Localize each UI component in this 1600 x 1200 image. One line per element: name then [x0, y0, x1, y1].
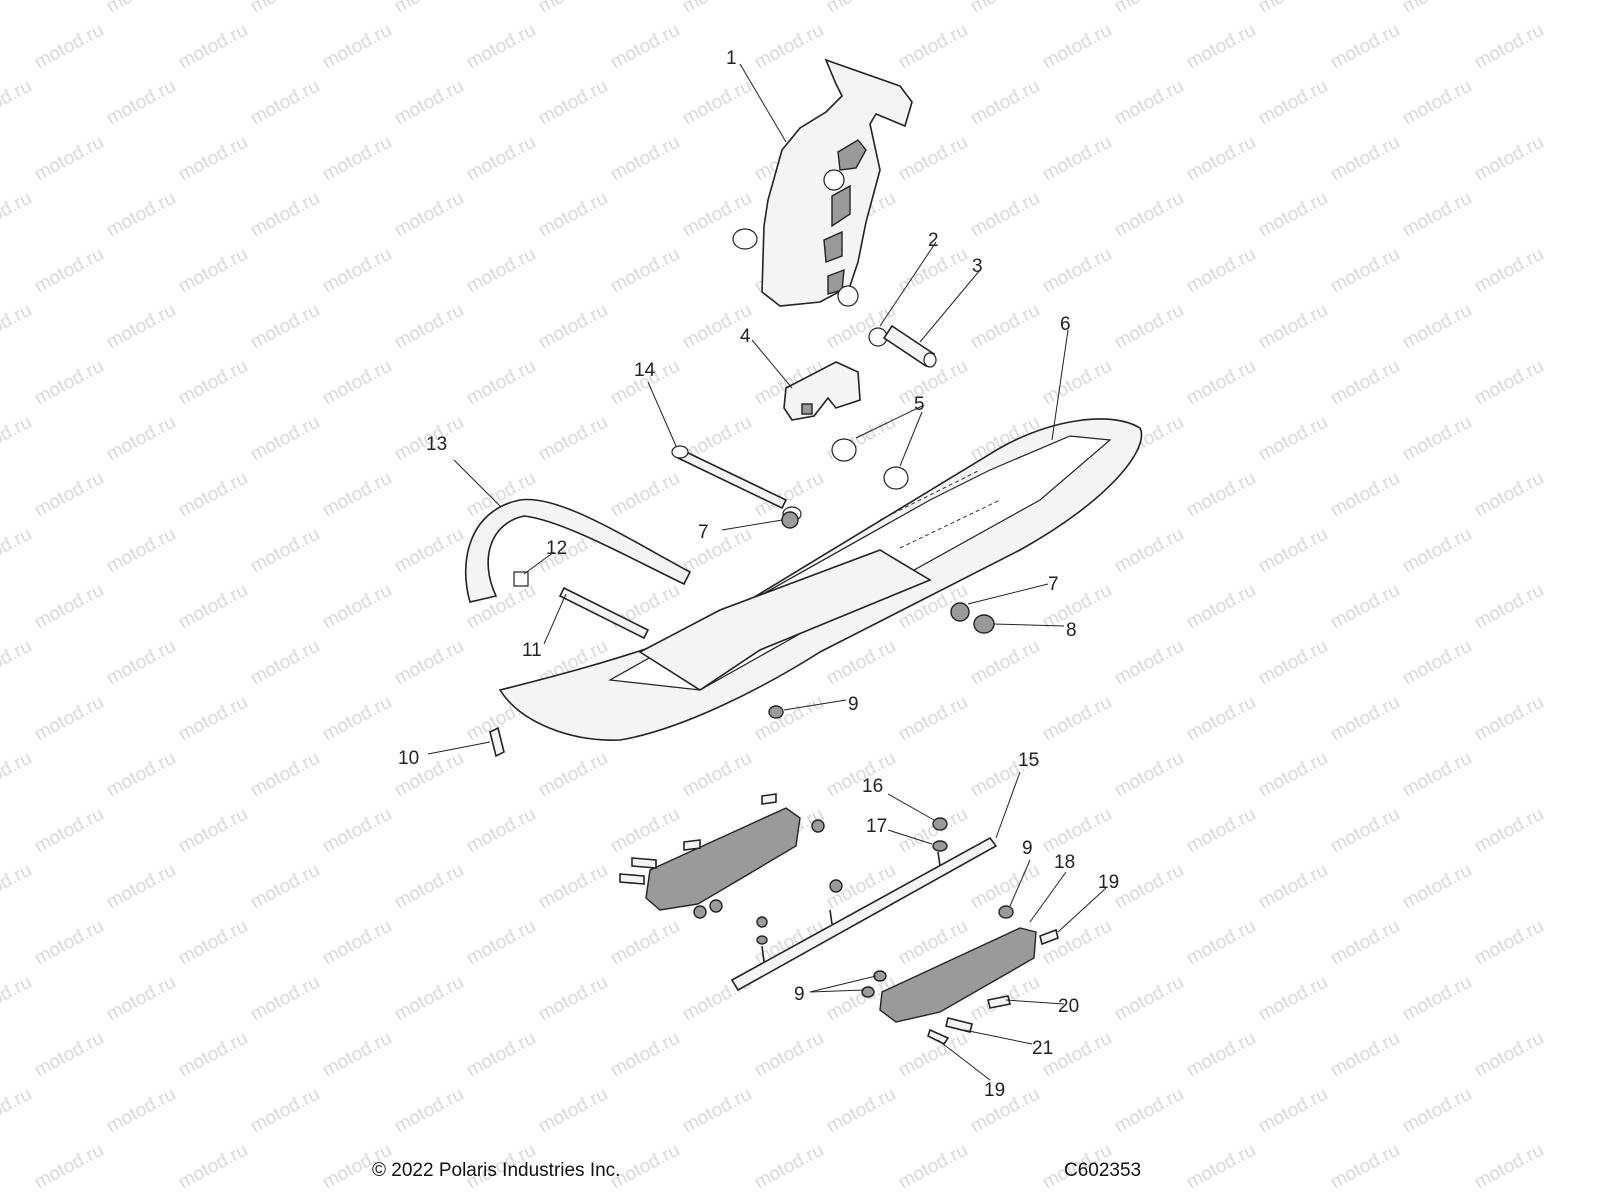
part-handle-nut [513, 571, 529, 587]
part-bolt-extra-4 [619, 873, 645, 885]
part-spindle-bracket [732, 58, 913, 307]
part-ski [498, 418, 1143, 741]
part-bolt-20 [987, 995, 1011, 1009]
callout-20: 20 [1058, 996, 1079, 1017]
callout-17: 17 [866, 816, 887, 837]
callout-16: 16 [862, 776, 883, 797]
part-nut-extra-2 [829, 879, 843, 893]
part-wear-plate-left [645, 807, 801, 911]
part-rivet [489, 726, 505, 758]
part-bolt-extra-2 [683, 839, 701, 851]
diagram-id: C602353 [1064, 1160, 1142, 1181]
callout-15: 15 [1018, 750, 1039, 771]
callout-labels: 1 2 3 4 5 5 6 7 7 8 9 9 9 10 11 12 13 14… [398, 48, 1119, 1101]
callout-5-upper: 5 [914, 394, 925, 415]
callout-10: 10 [398, 748, 419, 769]
part-washer-lower [950, 602, 970, 622]
part-small-nut-ski [768, 705, 784, 719]
part-bolt-extra-3 [631, 857, 657, 869]
part-bolt-21 [945, 1017, 973, 1033]
callout-9-right: 9 [1022, 838, 1033, 859]
callout-14: 14 [634, 360, 656, 381]
callout-19-upper: 19 [1098, 872, 1119, 893]
part-nut-9-c [998, 905, 1014, 919]
copyright-text: © 2022 Polaris Industries Inc. [372, 1160, 621, 1181]
part-skag-runner [730, 836, 998, 992]
part-nut-9-b [861, 986, 875, 998]
part-stopper [783, 361, 861, 421]
callout-19-lower: 19 [984, 1080, 1005, 1101]
callout-21: 21 [1032, 1038, 1053, 1059]
callout-9-ski: 9 [848, 694, 859, 715]
callout-7-lower: 7 [1048, 574, 1059, 595]
callout-11: 11 [522, 640, 542, 661]
leader-lines [427, 63, 1107, 1081]
callout-13: 13 [426, 434, 447, 455]
callout-3: 3 [972, 256, 983, 277]
part-handle-bolt [558, 586, 650, 640]
part-nut-extra-1 [811, 819, 825, 833]
callout-8: 8 [1066, 620, 1077, 641]
part-bolt-extra-1 [761, 793, 777, 805]
part-nut-extra-4 [693, 905, 707, 919]
callout-18: 18 [1054, 852, 1075, 873]
part-nut-extra-5 [756, 916, 768, 928]
part-washer-upper [781, 511, 799, 529]
part-long-bolt [671, 445, 802, 522]
callout-2: 2 [928, 230, 939, 251]
callout-1: 1 [726, 48, 737, 69]
part-flange-bushing-a [831, 438, 857, 462]
part-nut-extra-3 [709, 899, 723, 913]
part-bolt-19-lower [927, 1028, 950, 1046]
part-wear-plate-right [879, 927, 1037, 1023]
part-ski-handle [464, 498, 692, 603]
callout-9-bottom: 9 [794, 984, 805, 1005]
callout-7-upper: 7 [698, 522, 709, 543]
callout-4: 4 [740, 326, 751, 347]
callout-6: 6 [1060, 314, 1071, 335]
part-lock-nut [973, 614, 995, 634]
part-bolt-19-upper [1039, 928, 1059, 946]
part-flange-bushing-b [883, 466, 909, 490]
callout-12: 12 [546, 538, 567, 559]
part-washer-17 [932, 840, 948, 852]
part-pin [882, 324, 937, 368]
part-nut-extra-6 [756, 935, 768, 945]
part-nut-16 [932, 817, 948, 831]
